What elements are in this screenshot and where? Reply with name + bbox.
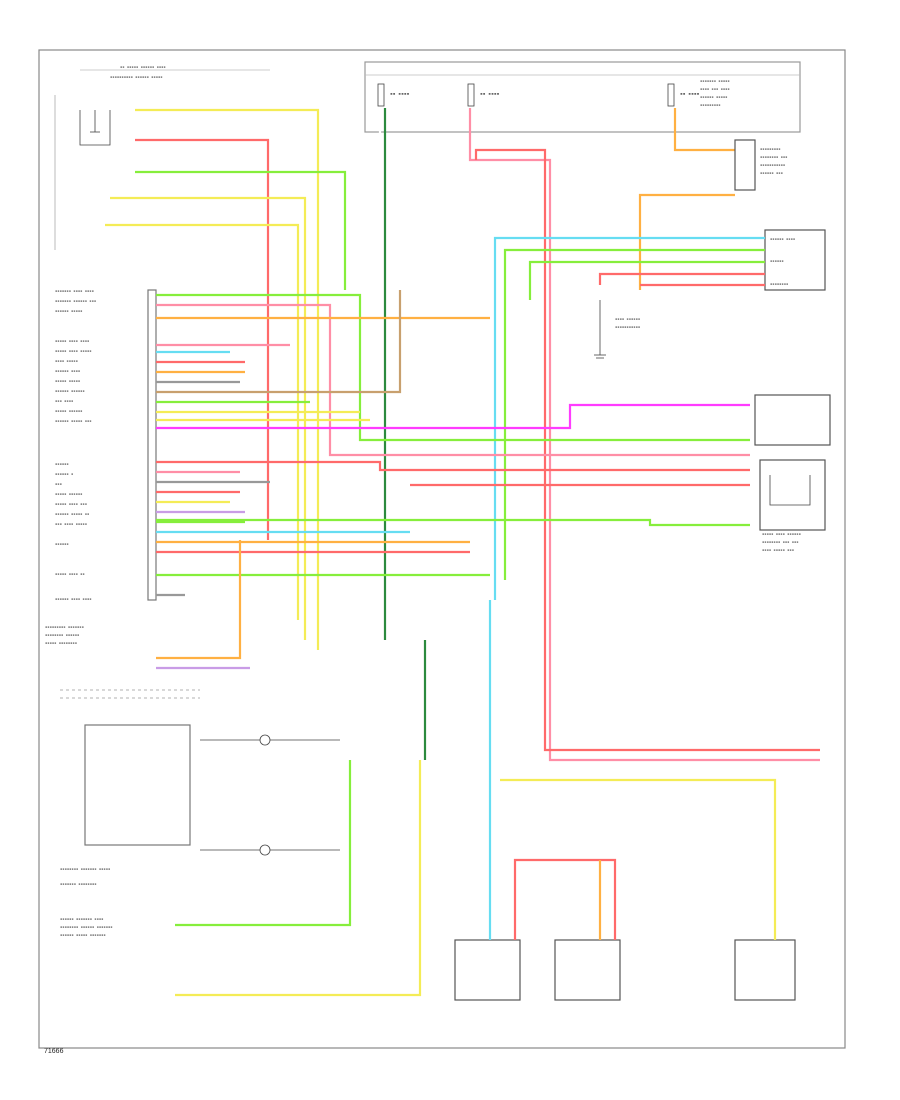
svg-text:▪▪▪▪▪ ▪▪▪▪ ▪▪▪▪: ▪▪▪▪▪ ▪▪▪▪ ▪▪▪▪ [55, 338, 89, 343]
fuse-panel: ▪▪ ▪▪▪▪ ▪▪ ▪▪▪▪ ▪▪ ▪▪▪▪ ▪▪▪▪▪▪▪ ▪▪▪▪▪ ▪▪… [364, 61, 801, 133]
diagram-border [38, 49, 846, 1049]
svg-text:▪▪ ▪▪▪▪▪ ▪▪▪▪▪▪ ▪▪▪▪: ▪▪ ▪▪▪▪▪ ▪▪▪▪▪▪ ▪▪▪▪ [120, 64, 166, 69]
svg-text:▪▪▪▪▪▪: ▪▪▪▪▪▪ [55, 541, 69, 546]
svg-text:▪▪▪▪▪▪ ▪▪▪▪▪▪: ▪▪▪▪▪▪ ▪▪▪▪▪▪ [55, 388, 85, 393]
svg-text:▪▪▪▪▪▪▪▪▪▪▪: ▪▪▪▪▪▪▪▪▪▪▪ [615, 324, 640, 329]
svg-text:▪▪▪▪▪▪ ▪▪▪▪▪ ▪▪: ▪▪▪▪▪▪ ▪▪▪▪▪ ▪▪ [55, 511, 89, 516]
svg-text:▪▪▪▪▪▪▪▪ ▪▪▪▪▪▪ ▪▪▪▪▪▪▪: ▪▪▪▪▪▪▪▪ ▪▪▪▪▪▪ ▪▪▪▪▪▪▪ [60, 924, 113, 929]
bottom-modules [454, 600, 796, 1001]
svg-text:▪▪▪▪▪▪ ▪▪▪▪▪ ▪▪▪▪▪▪▪: ▪▪▪▪▪▪ ▪▪▪▪▪ ▪▪▪▪▪▪▪ [60, 932, 106, 937]
svg-text:▪▪▪▪▪▪▪▪▪ ▪▪▪▪▪▪▪: ▪▪▪▪▪▪▪▪▪ ▪▪▪▪▪▪▪ [45, 624, 84, 629]
svg-text:▪▪▪▪▪▪ ▪▪▪▪▪ ▪▪▪: ▪▪▪▪▪▪ ▪▪▪▪▪ ▪▪▪ [55, 418, 92, 423]
svg-text:▪▪▪▪▪▪▪▪: ▪▪▪▪▪▪▪▪ [770, 281, 788, 286]
left-bottom-switches: ▪▪▪▪▪▪▪▪ ▪▪▪▪▪▪▪ ▪▪▪▪▪ ▪▪▪▪▪▪▪ ▪▪▪▪▪▪▪▪ … [60, 689, 200, 937]
svg-text:▪▪▪▪▪▪▪▪ ▪▪▪▪▪▪: ▪▪▪▪▪▪▪▪ ▪▪▪▪▪▪ [45, 632, 79, 637]
svg-text:▪▪▪▪▪▪▪ ▪▪▪▪▪▪ ▪▪▪: ▪▪▪▪▪▪▪ ▪▪▪▪▪▪ ▪▪▪ [55, 298, 96, 303]
center-switches [200, 734, 340, 856]
svg-text:▪▪▪▪▪▪ ▪▪▪▪▪▪▪ ▪▪▪▪: ▪▪▪▪▪▪ ▪▪▪▪▪▪▪ ▪▪▪▪ [60, 916, 103, 921]
svg-text:▪▪▪▪▪▪▪▪▪▪ ▪▪▪▪▪▪ ▪▪▪▪▪: ▪▪▪▪▪▪▪▪▪▪ ▪▪▪▪▪▪ ▪▪▪▪▪ [110, 74, 163, 79]
svg-text:▪▪▪▪▪▪▪▪ ▪▪▪▪▪▪▪ ▪▪▪▪▪: ▪▪▪▪▪▪▪▪ ▪▪▪▪▪▪▪ ▪▪▪▪▪ [60, 866, 110, 871]
svg-text:▪▪▪▪▪▪ ▪▪▪▪▪: ▪▪▪▪▪▪ ▪▪▪▪▪ [700, 94, 727, 99]
svg-text:▪▪▪▪ ▪▪▪▪▪: ▪▪▪▪ ▪▪▪▪▪ [55, 358, 78, 363]
svg-text:▪▪▪▪▪▪ ▪▪▪: ▪▪▪▪▪▪ ▪▪▪ [760, 170, 783, 175]
svg-text:▪▪▪▪▪▪▪ ▪▪▪▪▪: ▪▪▪▪▪▪▪ ▪▪▪▪▪ [700, 78, 730, 83]
top-left-switch: ▪▪ ▪▪▪▪▪ ▪▪▪▪▪▪ ▪▪▪▪ ▪▪▪▪▪▪▪▪▪▪ ▪▪▪▪▪▪ ▪… [54, 64, 270, 250]
svg-text:▪▪▪▪ ▪▪▪▪▪▪: ▪▪▪▪ ▪▪▪▪▪▪ [615, 316, 640, 321]
fuse-3 [667, 83, 675, 107]
svg-text:▪▪▪▪▪▪▪ ▪▪▪▪▪▪▪▪: ▪▪▪▪▪▪▪ ▪▪▪▪▪▪▪▪ [60, 881, 97, 886]
diagram-id: 71666 [44, 1048, 64, 1055]
svg-text:▪▪▪▪▪▪ ▪▪▪▪: ▪▪▪▪▪▪ ▪▪▪▪ [770, 236, 795, 241]
svg-text:▪▪▪▪▪ ▪▪▪▪▪▪▪▪: ▪▪▪▪▪ ▪▪▪▪▪▪▪▪ [45, 640, 77, 645]
svg-text:▪▪▪▪▪▪: ▪▪▪▪▪▪ [55, 461, 69, 466]
svg-text:▪▪▪▪ ▪▪▪ ▪▪▪▪: ▪▪▪▪ ▪▪▪ ▪▪▪▪ [700, 86, 730, 91]
module-wires-lower [156, 460, 750, 597]
bottom-wires [156, 540, 427, 997]
svg-text:▪▪ ▪▪▪▪: ▪▪ ▪▪▪▪ [480, 92, 500, 97]
svg-text:▪▪▪▪▪ ▪▪▪▪▪: ▪▪▪▪▪ ▪▪▪▪▪ [55, 378, 80, 383]
svg-text:▪▪▪▪▪ ▪▪▪▪ ▪▪▪▪▪: ▪▪▪▪▪ ▪▪▪▪ ▪▪▪▪▪ [55, 348, 92, 353]
svg-text:▪▪▪ ▪▪▪▪ ▪▪▪▪▪: ▪▪▪ ▪▪▪▪ ▪▪▪▪▪ [55, 521, 87, 526]
svg-text:▪▪▪▪▪▪: ▪▪▪▪▪▪ [770, 258, 784, 263]
main-module: ▪▪▪▪▪▪▪ ▪▪▪▪ ▪▪▪▪ ▪▪▪▪▪▪▪ ▪▪▪▪▪▪ ▪▪▪ ▪▪▪… [45, 288, 157, 645]
module-wires [156, 290, 750, 457]
svg-text:▪▪▪▪▪ ▪▪▪▪ ▪▪▪▪▪▪: ▪▪▪▪▪ ▪▪▪▪ ▪▪▪▪▪▪ [762, 531, 801, 536]
svg-text:▪▪▪▪▪ ▪▪▪▪▪▪: ▪▪▪▪▪ ▪▪▪▪▪▪ [55, 408, 82, 413]
svg-text:▪▪▪▪▪▪▪ ▪▪▪▪ ▪▪▪▪: ▪▪▪▪▪▪▪ ▪▪▪▪ ▪▪▪▪ [55, 288, 94, 293]
ground-symbol: ▪▪▪▪ ▪▪▪▪▪▪ ▪▪▪▪▪▪▪▪▪▪▪ [594, 300, 640, 359]
fuse-drops [378, 108, 820, 762]
top-wires [105, 108, 347, 650]
svg-text:▪▪▪▪▪▪ ▪▪▪▪ ▪▪▪▪: ▪▪▪▪▪▪ ▪▪▪▪ ▪▪▪▪ [55, 596, 92, 601]
svg-text:▪▪▪▪▪▪▪▪▪: ▪▪▪▪▪▪▪▪▪ [700, 102, 721, 107]
svg-text:▪▪▪▪▪▪ ▪▪▪▪: ▪▪▪▪▪▪ ▪▪▪▪ [55, 368, 80, 373]
svg-text:▪▪▪▪▪▪▪▪▪: ▪▪▪▪▪▪▪▪▪ [760, 146, 781, 151]
svg-text:▪▪▪ ▪▪▪▪: ▪▪▪ ▪▪▪▪ [55, 398, 73, 403]
svg-text:▪▪▪▪▪▪▪▪ ▪▪▪: ▪▪▪▪▪▪▪▪ ▪▪▪ [760, 154, 787, 159]
svg-text:▪▪▪▪▪ ▪▪▪▪ ▪▪▪: ▪▪▪▪▪ ▪▪▪▪ ▪▪▪ [55, 501, 87, 506]
svg-text:▪▪▪▪ ▪▪▪▪▪ ▪▪▪: ▪▪▪▪ ▪▪▪▪▪ ▪▪▪ [762, 547, 794, 552]
fuse-2 [467, 83, 475, 107]
svg-text:▪▪▪▪▪ ▪▪▪▪▪▪: ▪▪▪▪▪ ▪▪▪▪▪▪ [55, 491, 82, 496]
svg-text:▪▪▪▪▪▪ ▪: ▪▪▪▪▪▪ ▪ [55, 471, 73, 476]
svg-text:▪▪ ▪▪▪▪: ▪▪ ▪▪▪▪ [390, 92, 410, 97]
right-relay-box: ▪▪▪▪▪ ▪▪▪▪ ▪▪▪▪▪▪ ▪▪▪▪▪▪▪▪ ▪▪▪ ▪▪▪ ▪▪▪▪ … [754, 394, 831, 552]
svg-text:▪▪▪▪▪▪ ▪▪▪▪▪: ▪▪▪▪▪▪ ▪▪▪▪▪ [55, 308, 82, 313]
svg-text:▪▪▪▪▪▪▪▪ ▪▪▪ ▪▪▪: ▪▪▪▪▪▪▪▪ ▪▪▪ ▪▪▪ [762, 539, 799, 544]
svg-text:▪▪▪▪▪ ▪▪▪▪ ▪▪: ▪▪▪▪▪ ▪▪▪▪ ▪▪ [55, 571, 85, 576]
svg-text:▪▪▪▪▪▪▪▪▪▪▪: ▪▪▪▪▪▪▪▪▪▪▪ [760, 162, 785, 167]
fuse-1 [377, 83, 385, 107]
right-top-relay: ▪▪▪▪▪▪▪▪▪ ▪▪▪▪▪▪▪▪ ▪▪▪ ▪▪▪▪▪▪▪▪▪▪▪ ▪▪▪▪▪… [638, 139, 787, 290]
svg-text:▪▪▪: ▪▪▪ [55, 481, 62, 486]
svg-text:▪▪ ▪▪▪▪: ▪▪ ▪▪▪▪ [680, 92, 700, 97]
